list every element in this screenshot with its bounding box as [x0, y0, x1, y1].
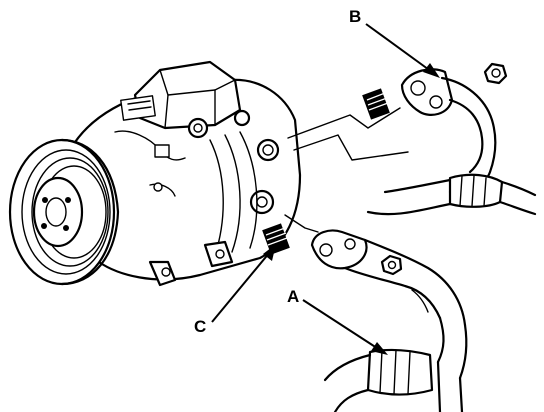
ac-compressor	[8, 60, 302, 287]
alignment-guide-lines	[284, 107, 409, 233]
upper-hose-b	[366, 62, 537, 216]
upper-o-ring-gasket	[362, 88, 390, 120]
callout-arrow-c	[211, 244, 276, 323]
callout-arrow-b	[365, 23, 440, 78]
callout-label-a: A	[287, 287, 299, 306]
lower-o-ring-gasket	[262, 223, 290, 255]
callout-label-c: C	[194, 317, 206, 336]
callout-label-b: B	[349, 7, 361, 26]
lower-hose-a	[310, 229, 468, 412]
callout-arrow-a	[302, 299, 388, 355]
